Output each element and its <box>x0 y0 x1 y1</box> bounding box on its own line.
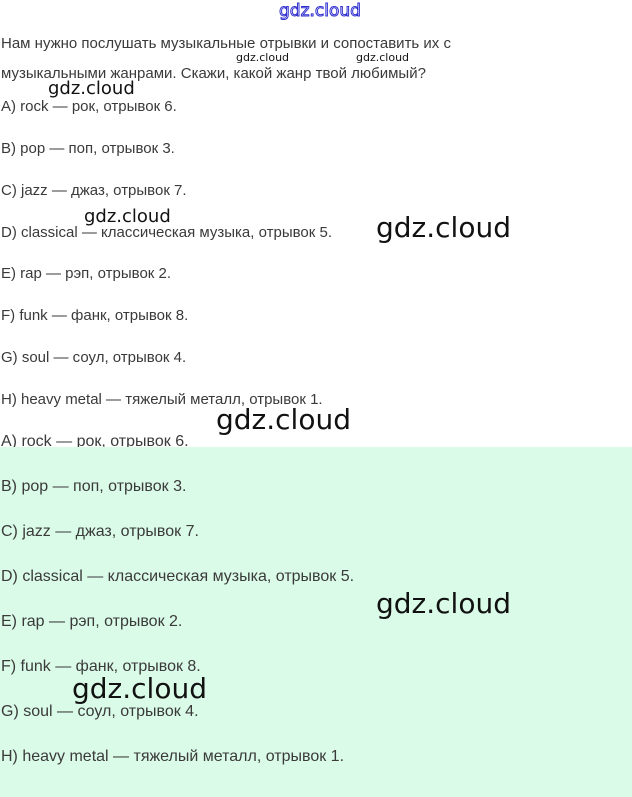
watermark: gdz.cloud <box>376 211 511 244</box>
watermark: gdz.cloud <box>376 587 511 620</box>
answer-b: B) pop — поп, отрывок 3. <box>1 140 175 157</box>
answer-f: F) funk — фанк, отрывок 8. <box>1 307 189 324</box>
watermark: gdz.cloud <box>84 206 171 227</box>
answer-panel: B) pop — поп, отрывок 3. C) jazz — джаз,… <box>0 447 632 797</box>
watermark: gdz.cloud <box>279 1 362 22</box>
answer-e: E) rap — рэп, отрывок 2. <box>1 613 183 630</box>
question-line-2: музыкальными жанрами. Скажи, какой жанр … <box>1 65 426 82</box>
watermark: gdz.cloud <box>48 78 135 99</box>
answer-e: E) rap — рэп, отрывок 2. <box>1 265 172 282</box>
answer-d: D) classical — классическая музыка, отры… <box>1 568 355 585</box>
watermark: gdz.cloud <box>236 51 290 64</box>
answer-a: A) rock — рок, отрывок 6. <box>1 98 177 115</box>
answer-d: D) classical — классическая музыка, отры… <box>1 224 332 241</box>
watermark: gdz.cloud <box>356 51 410 64</box>
answer-f: F) funk — фанк, отрывок 8. <box>1 658 201 675</box>
answer-h: H) heavy metal — тяжелый металл, отрывок… <box>1 748 345 765</box>
answer-a-clipped: A) rock — рок, отрывок 6. <box>1 433 189 447</box>
answer-g: G) soul — соул, отрывок 4. <box>1 349 187 366</box>
answer-g: G) soul — соул, отрывок 4. <box>1 703 199 720</box>
answer-h: H) heavy metal — тяжелый металл, отрывок… <box>1 391 323 408</box>
answer-b: B) pop — поп, отрывок 3. <box>1 478 187 495</box>
watermark: gdz.cloud <box>216 403 351 436</box>
watermark: gdz.cloud <box>72 672 207 705</box>
answer-c: C) jazz — джаз, отрывок 7. <box>1 182 187 199</box>
question-line-1: Нам нужно послушать музыкальные отрывки … <box>1 35 451 52</box>
answer-c: C) jazz — джаз, отрывок 7. <box>1 523 199 540</box>
clipped-answer-line: A) rock — рок, отрывок 6. <box>0 430 632 447</box>
